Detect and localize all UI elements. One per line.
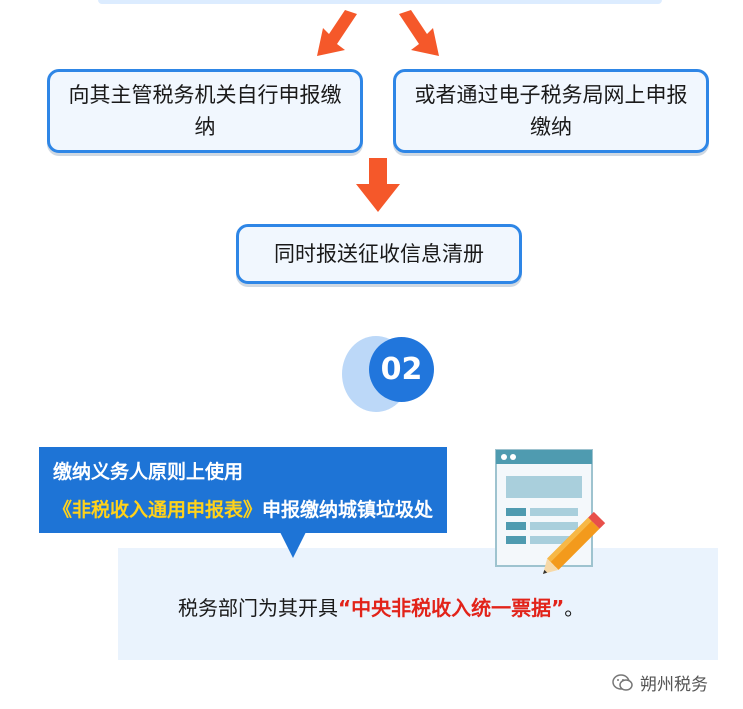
statement-panel [118,548,718,660]
step-number-badge: 02 [369,337,434,402]
top-banner-edge [98,0,662,4]
flow-box-submit-list-text: 同时报送征收信息清册 [274,242,484,266]
document-pencil-icon [495,449,606,575]
flow-box-online-declare-text: 或者通过电子税务局网上申报缴纳 [414,83,688,139]
arrow-down-icon [356,158,400,212]
flow-box-self-declare-text: 向其主管税务机关自行申报缴纳 [68,83,342,139]
callout-banner: 缴纳义务人原则上使用《非税收入通用申报表》申报缴纳城镇垃圾处理费 [39,447,447,559]
statement-text: 税务部门为其开具“中央非税收入统一票据”。 [178,592,584,621]
watermark-text: 朔州税务 [640,675,708,695]
statement-prefix: 税务部门为其开具 [178,596,338,620]
callout-pointer [280,532,306,558]
flow-box-submit-list: 同时报送征收信息清册 [236,224,522,284]
flow-box-self-declare: 向其主管税务机关自行申报缴纳 [47,69,363,153]
statement-receipt-name: “中央非税收入统一票据” [338,596,565,620]
arrow-down-right-icon [399,10,439,56]
watermark: 朔州税务 [612,670,708,695]
statement-suffix: 。 [564,596,585,620]
arrow-down-left-icon [317,10,357,56]
callout-text-part2: 申报缴纳城镇垃圾处理费 [53,499,434,559]
flow-box-online-declare: 或者通过电子税务局网上申报缴纳 [393,69,709,153]
wechat-official-account-icon [612,673,633,691]
callout-text-part1: 缴纳义务人原则上使用 [53,461,244,483]
callout-form-name: 《非税收入通用申报表》 [53,499,263,521]
